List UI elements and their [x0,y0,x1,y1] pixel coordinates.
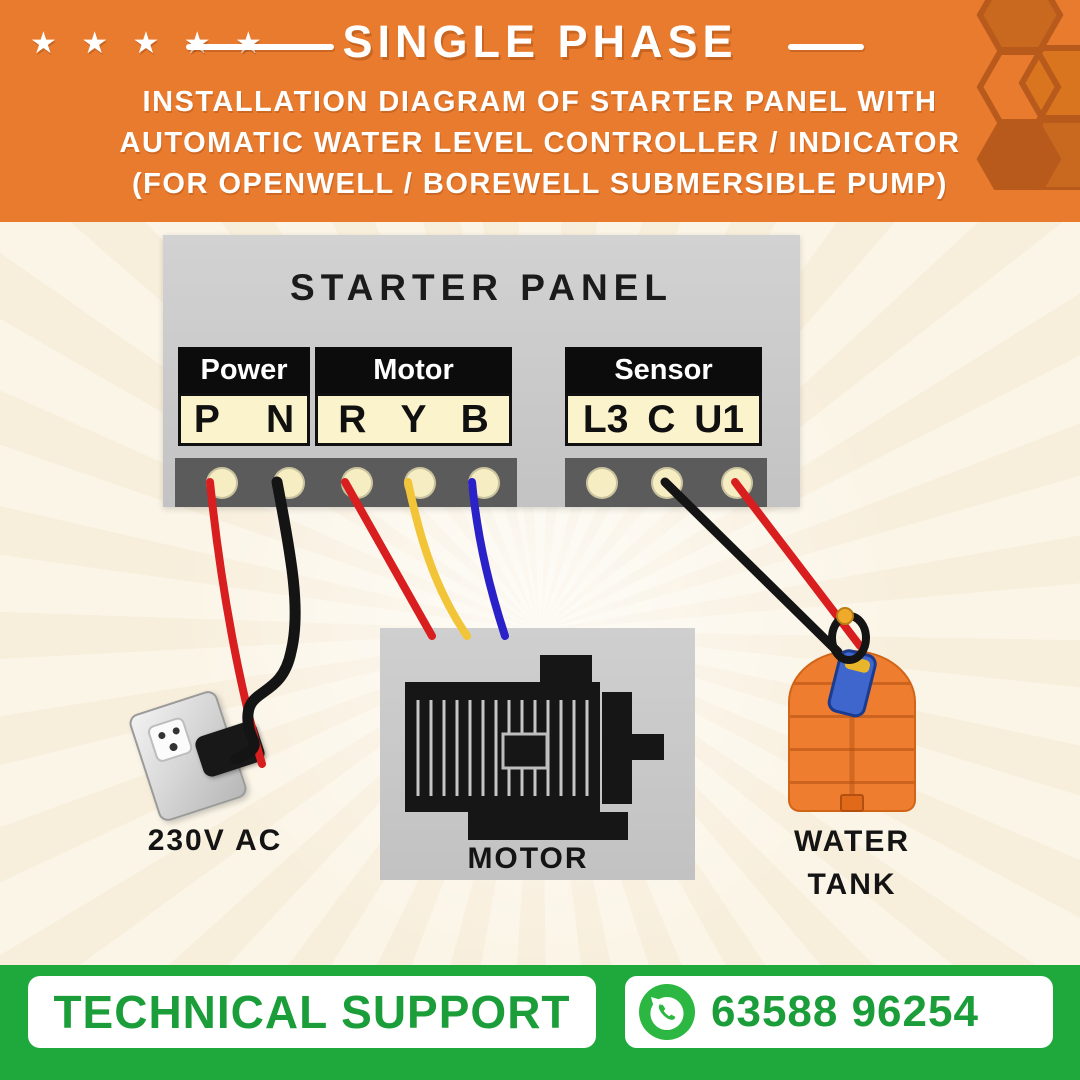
socket-pin [168,741,179,753]
header: ★ ★ ★ ★ ★ SINGLE PHASE INSTALLATION DIAG… [0,0,1080,222]
float-cable-knob [836,607,854,625]
terminal-strip-right [565,458,767,507]
footer: TECHNICAL SUPPORT 63588 96254 [0,965,1080,1080]
water-tank-illustration [788,650,916,812]
wire-neutral-black-cord [230,476,301,765]
wire-sensor-black [660,477,843,657]
subtitle-line-1: INSTALLATION DIAGRAM OF STARTER PANEL WI… [142,86,938,118]
terminal-Y [404,467,436,499]
terminal-R [341,467,373,499]
subtitle-line-3: (FOR OPENWELL / BOREWELL SUBMERSIBLE PUM… [132,168,948,200]
motor-drawing [405,655,664,840]
terminal-N [273,467,305,499]
tank-outlet [840,794,864,812]
subtitle-line-2: AUTOMATIC WATER LEVEL CONTROLLER / INDIC… [119,127,961,159]
starter-panel-title: STARTER PANEL [290,267,673,308]
water-tank-label-line2: TANK [807,868,897,901]
terminal-P [206,467,238,499]
socket-face [146,715,195,764]
water-tank-label: WATER TANK [762,820,942,906]
diagram-area: STARTER PANEL Power Motor Sensor P N R Y… [0,222,1080,965]
starter-panel: STARTER PANEL Power Motor Sensor P N R Y… [163,235,800,507]
star-rating: ★ ★ ★ ★ ★ [30,27,270,60]
poster-title: SINGLE PHASE [342,16,738,67]
whatsapp-contact: 63588 96254 [625,976,1053,1048]
sensor-group-label: Sensor [565,347,762,393]
terminal-strip-left [175,458,517,507]
phone-number: 63588 96254 [711,987,979,1036]
whatsapp-icon [639,984,695,1040]
title-divider-right [788,44,864,50]
terminal-U1 [721,467,753,499]
sensor-terminals-label: L3 C U1 [565,393,762,446]
motor-label: MOTOR [467,842,589,875]
poster-subtitle: INSTALLATION DIAGRAM OF STARTER PANEL WI… [0,82,1080,205]
power-group-label: Power [178,347,310,393]
honeycomb-decoration [976,0,1080,190]
terminal-C [651,467,683,499]
title-divider-left [186,44,334,50]
socket-pin [171,726,181,736]
power-source-label: 230V AC [147,824,283,857]
motor-illustration [380,628,695,880]
technical-support-label: TECHNICAL SUPPORT [53,986,571,1038]
terminal-L3 [586,467,618,499]
terminal-B [468,467,500,499]
power-terminals-label: P N [178,393,310,446]
water-tank-label-line1: WATER [793,825,911,858]
motor-group-label: Motor [315,347,512,393]
motor-terminals-label: R Y B [315,393,512,446]
socket-pin [157,731,167,740]
technical-support-badge: TECHNICAL SUPPORT [28,976,596,1048]
